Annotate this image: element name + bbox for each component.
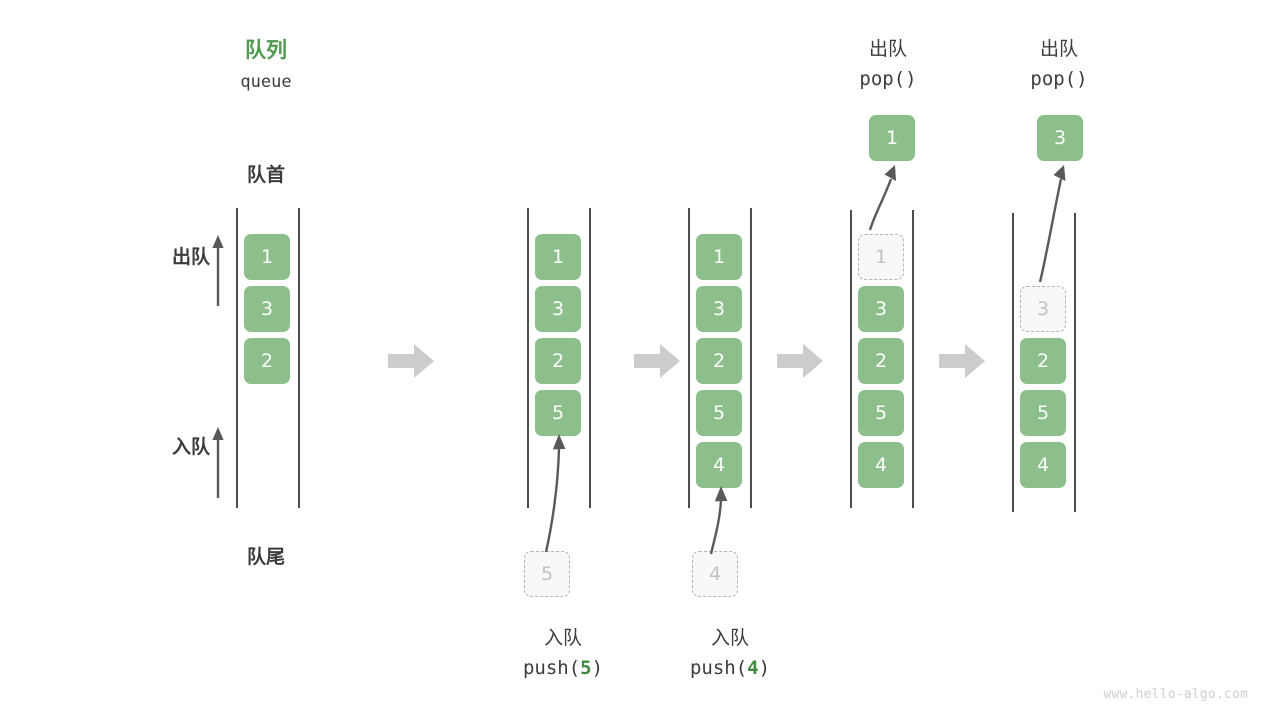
pop-motion-arrow-icon [1038, 165, 1066, 283]
operation-label-code: push(5) [498, 657, 628, 679]
queue-cell: 2 [858, 338, 904, 384]
popped-cell: 1 [869, 115, 915, 161]
head-label: 队首 [246, 164, 285, 186]
push-motion-arrow-icon [544, 434, 566, 553]
queue-cell: 3 [858, 286, 904, 332]
op-code-prefix: push( [689, 657, 748, 679]
rail-left [527, 208, 529, 508]
op-code-arg: 4 [747, 657, 759, 679]
op-code-arg: 5 [580, 657, 592, 679]
rail-right [1074, 213, 1076, 512]
push-motion-arrow-icon [709, 486, 728, 555]
diagram-title-cn: 队列 [245, 38, 287, 62]
rail-right [912, 210, 914, 508]
watermark: www.hello-algo.com [1103, 687, 1248, 702]
dequeue-direction-label: 出队 [171, 246, 210, 268]
queue-cell: 5 [1020, 390, 1066, 436]
queue-cell: 2 [1020, 338, 1066, 384]
queue-cell: 4 [1020, 442, 1066, 488]
queue-cell: 2 [244, 338, 290, 384]
dequeue-direction-arrow-icon [212, 235, 224, 306]
queue-cell: 2 [696, 338, 742, 384]
op-code-suffix: ) [905, 68, 917, 90]
rail-left [236, 208, 238, 508]
pop-motion-arrow-icon [868, 165, 896, 231]
queue-cell: 3 [244, 286, 290, 332]
rail-right [589, 208, 591, 508]
rail-left [850, 210, 852, 508]
rail-left [1012, 213, 1014, 512]
operation-label-cn: 入队 [543, 627, 582, 649]
operation-label-cn: 入队 [710, 627, 749, 649]
tail-label: 队尾 [246, 546, 285, 568]
diagram-title-en: queue [240, 72, 292, 92]
step-arrow-icon [777, 344, 823, 378]
operation-label-cn: 出队 [868, 38, 907, 60]
operation-label-cn: 出队 [1039, 38, 1078, 60]
op-code-prefix: pop( [1030, 68, 1077, 90]
queue-cell: 1 [535, 234, 581, 280]
queue-cell: 3 [696, 286, 742, 332]
queue-cell: 5 [858, 390, 904, 436]
op-code-prefix: push( [522, 657, 581, 679]
queue-cell-new: 5 [535, 390, 581, 436]
step-arrow-icon [388, 344, 434, 378]
op-code-suffix: ) [758, 657, 771, 679]
outgoing-ghost-cell: 1 [858, 234, 904, 280]
queue-cell: 5 [696, 390, 742, 436]
queue-cell: 3 [535, 286, 581, 332]
enqueue-direction-arrow-icon [212, 427, 224, 498]
queue-cell-new: 4 [696, 442, 742, 488]
queue-cell: 4 [858, 442, 904, 488]
step-arrow-icon [634, 344, 680, 378]
operation-label-code: pop() [828, 68, 948, 90]
popped-cell: 3 [1037, 115, 1083, 161]
op-code-suffix: ) [591, 657, 604, 679]
step-arrow-icon [939, 344, 985, 378]
operation-label-code: push(4) [665, 657, 795, 679]
enqueue-direction-label: 入队 [171, 436, 210, 458]
incoming-ghost-cell: 4 [692, 551, 738, 597]
queue-cell: 1 [244, 234, 290, 280]
queue-cell: 2 [535, 338, 581, 384]
op-code-suffix: ) [1076, 68, 1088, 90]
rail-right [750, 208, 752, 508]
rail-left [688, 208, 690, 508]
operation-label-code: pop() [999, 68, 1119, 90]
incoming-ghost-cell: 5 [524, 551, 570, 597]
rail-right [298, 208, 300, 508]
outgoing-ghost-cell: 3 [1020, 286, 1066, 332]
queue-cell: 1 [696, 234, 742, 280]
op-code-prefix: pop( [859, 68, 906, 90]
